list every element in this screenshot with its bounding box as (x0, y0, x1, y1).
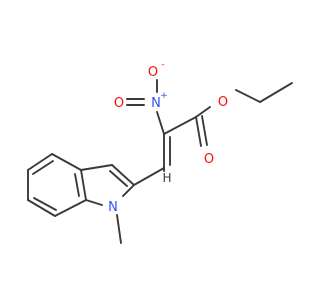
bond-carbonyl-alpha (163, 116, 197, 135)
atom-labels: O - N + O O O H N (108, 60, 228, 215)
bond-carbonyl-double-b (201, 115, 208, 146)
bond-n-c2 (122, 184, 135, 197)
bond-o-carbonyl-carbon (195, 106, 211, 118)
bond-c6-c7-a (27, 199, 56, 217)
indole-nitrogen-label: N (108, 200, 118, 215)
nitro-nitrogen-label: N (151, 96, 161, 111)
molecule-structure-diagram: O - N + O O O H N (27, 60, 293, 244)
nitro-oxygen-charge: - (161, 60, 164, 70)
carbonyl-oxygen-label: O (204, 152, 214, 167)
bond-c3a-c7a (80, 169, 87, 201)
bond-c4-c5-a (27, 153, 53, 171)
ester-oxygen-label: O (218, 95, 228, 110)
bond-vinyl-indole-c2 (133, 167, 165, 186)
nitro-oxygen-top-label: O (148, 65, 158, 80)
bond-carbonyl-double-a (195, 116, 202, 147)
bond-c4-c5-b (32, 160, 54, 175)
bond-c2-c3-a (111, 164, 135, 186)
bond-lines (27, 79, 293, 244)
bond-c2-c3-b (109, 170, 128, 187)
bond-c6-c7-b (33, 197, 57, 211)
nitro-nitrogen-charge: + (160, 91, 168, 101)
bond-c3a-c7a-inner (74, 173, 80, 197)
bond-ethyl-ch2-o (235, 89, 261, 103)
bond-alpha-nitrogen (156, 111, 165, 135)
bond-c3a-c4 (51, 153, 82, 171)
bond-n-methyl (116, 214, 122, 244)
nitro-oxygen-left-label: O (114, 96, 124, 111)
bond-c7-c7a (54, 199, 87, 217)
vinyl-hydrogen-label: H (162, 171, 171, 185)
bond-c7a-n (85, 199, 103, 206)
bond-ethyl-ch3-ch2 (259, 82, 293, 103)
bond-c3-c3a (80, 164, 113, 171)
